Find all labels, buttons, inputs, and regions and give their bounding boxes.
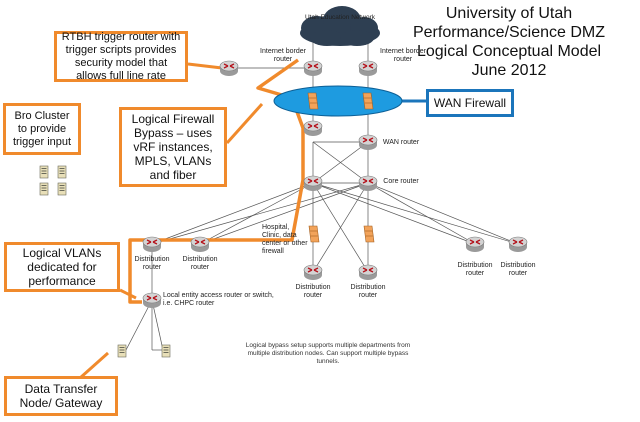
dist-router-6-label: Distribution router bbox=[500, 262, 536, 277]
server-icon bbox=[57, 182, 67, 196]
firewall-icon bbox=[307, 92, 319, 110]
router-icon bbox=[508, 236, 528, 253]
border-router-left-label: Internet border router bbox=[260, 48, 306, 63]
bro-cluster-callout: Bro Cluster to provide trigger input bbox=[3, 103, 81, 155]
core-router-label: Core router bbox=[383, 178, 419, 185]
diagram-title: University of Utah Performance/Science D… bbox=[384, 4, 634, 80]
server-icon bbox=[161, 344, 171, 358]
bypass-note: Logical bypass setup supports multiple d… bbox=[245, 342, 411, 365]
router-icon bbox=[303, 264, 323, 281]
title-line-1: University of Utah bbox=[445, 5, 573, 22]
router-icon bbox=[358, 134, 378, 151]
title-line-3: Logical Conceptual Model bbox=[416, 43, 602, 60]
cloud-icon bbox=[300, 6, 380, 46]
server-icon bbox=[117, 344, 127, 358]
firewall-bypass-callout: Logical Firewall Bypass – uses vRF insta… bbox=[119, 107, 227, 187]
rtbh-callout: RTBH trigger router with trigger scripts… bbox=[54, 31, 188, 82]
router-icon bbox=[303, 120, 323, 137]
callout-connectors bbox=[79, 62, 264, 380]
wan-router-label: WAN router bbox=[382, 139, 420, 146]
access-router-label: Local entity access router or switch, i.… bbox=[163, 292, 274, 307]
firewall-icon bbox=[362, 92, 374, 110]
firewall-icon bbox=[308, 225, 320, 243]
server-icon bbox=[57, 165, 67, 179]
dist-router-3-label: Distribution router bbox=[295, 284, 331, 299]
wan-firewall-oval bbox=[273, 85, 403, 117]
dist-router-4-label: Distribution router bbox=[350, 284, 386, 299]
logical-vlans-callout: Logical VLANs dedicated for performance bbox=[4, 242, 120, 292]
dtn-callout: Data Transfer Node/ Gateway bbox=[4, 376, 118, 416]
wan-firewall-callout: WAN Firewall bbox=[426, 89, 514, 117]
logical-bypass-path bbox=[128, 58, 305, 304]
router-icon bbox=[219, 60, 239, 77]
title-line-4: June 2012 bbox=[471, 62, 547, 79]
uen-label: Utah Education Network bbox=[304, 14, 376, 21]
server-icon bbox=[39, 182, 49, 196]
title-line-2: Performance/Science DMZ bbox=[412, 24, 606, 41]
dist-router-1-label: Distribution router bbox=[134, 256, 170, 271]
firewall-icon bbox=[363, 225, 375, 243]
router-icon bbox=[358, 60, 378, 77]
border-router-right-label: Internet border router bbox=[380, 48, 426, 63]
hospital-firewall-label: Hospital, Clinic, data center or other f… bbox=[262, 224, 308, 255]
dist-router-5-label: Distribution router bbox=[457, 262, 493, 277]
router-icon bbox=[358, 175, 378, 192]
router-icon bbox=[142, 292, 162, 309]
router-icon bbox=[303, 175, 323, 192]
router-icon bbox=[190, 236, 210, 253]
router-icon bbox=[465, 236, 485, 253]
network-links bbox=[125, 40, 519, 351]
router-icon bbox=[358, 264, 378, 281]
server-icon bbox=[39, 165, 49, 179]
router-icon bbox=[142, 236, 162, 253]
dist-router-2-label: Distribution router bbox=[182, 256, 218, 271]
